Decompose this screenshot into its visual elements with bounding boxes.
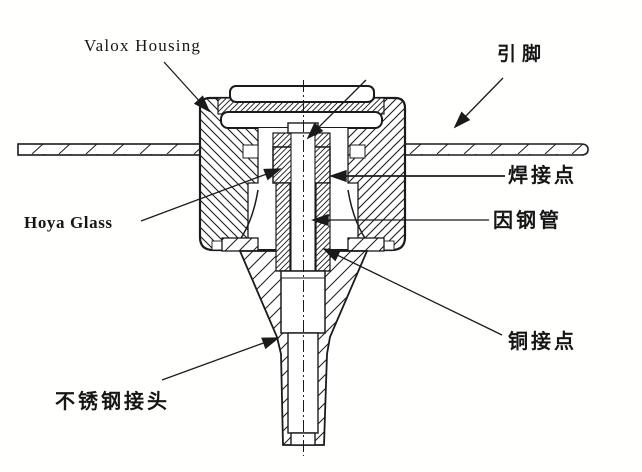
- invar-tube-label: 因钢管: [493, 208, 562, 232]
- leader-valox-housing: [163, 61, 211, 113]
- leader-stainless-connector: [161, 337, 280, 381]
- leader-copper-contact: [322, 248, 503, 336]
- copper-contact-label: 铜接点: [508, 329, 577, 353]
- leader-top-weld: [306, 79, 367, 140]
- left-lead-slot: [242, 144, 259, 159]
- leader-invar-tube: [311, 213, 489, 227]
- right-lead-slot: [349, 144, 366, 159]
- weld-point-label: 焊接点: [508, 163, 577, 187]
- top-cap: [229, 85, 375, 103]
- lead-pin-label: 引脚: [497, 43, 548, 65]
- valox-housing-label: Valox Housing: [84, 36, 202, 55]
- left-lead-wire: [17, 143, 205, 156]
- leader-lead-pin: [453, 77, 504, 129]
- right-lead-wire: [402, 143, 589, 156]
- leader-hoya-glass: [140, 168, 282, 222]
- stainless-connector-label: 不锈钢接头: [55, 389, 170, 413]
- copper-cup: [221, 189, 385, 252]
- leader-weld-point: [329, 169, 505, 183]
- hoya-glass-label: Hoya Glass: [24, 213, 113, 232]
